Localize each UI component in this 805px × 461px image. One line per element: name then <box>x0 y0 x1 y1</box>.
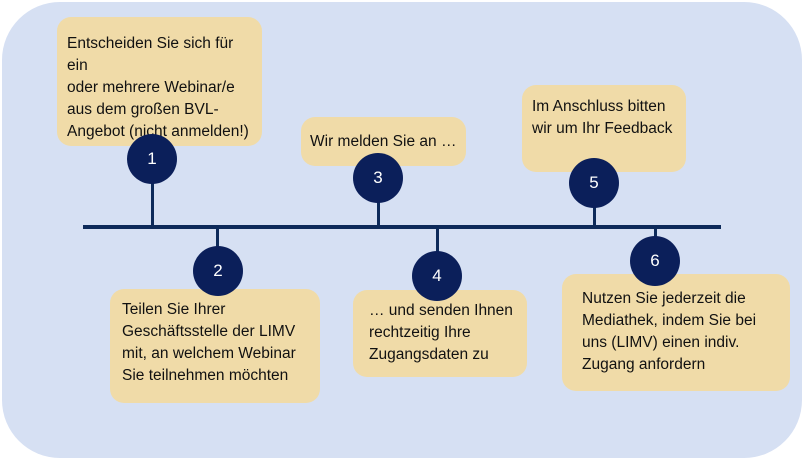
step-5-number-circle: 5 <box>569 158 619 208</box>
connector-3 <box>377 200 380 226</box>
connector-2 <box>216 228 219 250</box>
step-2-box: Teilen Sie Ihrer Geschäftsstelle der LIM… <box>110 289 320 403</box>
connector-4 <box>436 228 439 252</box>
connector-6 <box>654 228 657 242</box>
step-6-number-circle: 6 <box>630 236 680 286</box>
connector-5 <box>593 205 596 226</box>
step-2-number-circle: 2 <box>193 246 243 296</box>
step-4-box: … und senden Ihnen rechtzeitig Ihre Zuga… <box>353 290 527 377</box>
timeline-axis <box>83 225 721 229</box>
step-4-number-circle: 4 <box>412 251 462 301</box>
step-1-number-circle: 1 <box>127 134 177 184</box>
connector-1 <box>151 178 154 226</box>
step-1-box: Entscheiden Sie sich für ein oder mehrer… <box>57 17 262 146</box>
step-6-box: Nutzen Sie jederzeit die Mediathek, inde… <box>562 274 790 391</box>
step-5-box: Im Anschluss bitten wir um Ihr Feedback <box>522 85 686 172</box>
step-3-number-circle: 3 <box>353 153 403 203</box>
